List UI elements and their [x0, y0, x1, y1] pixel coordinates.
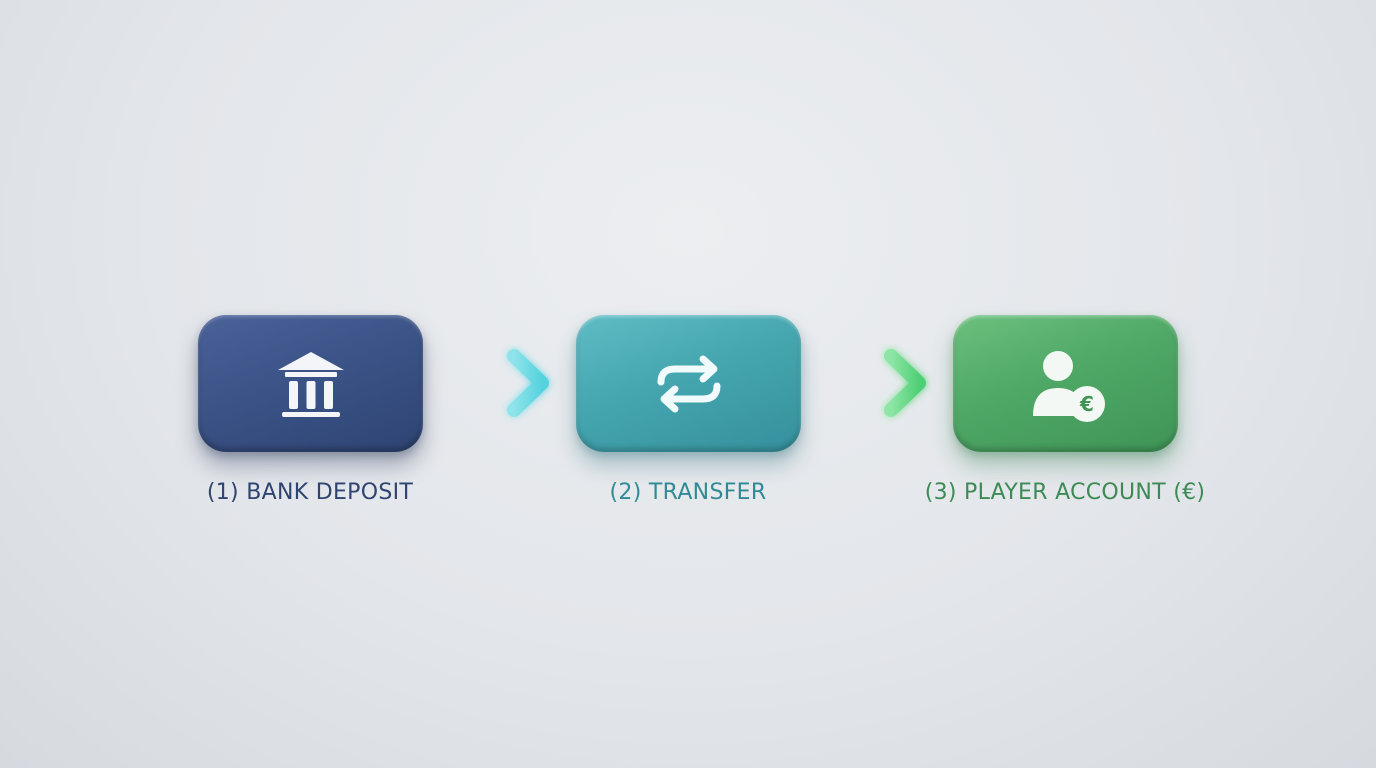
euro-badge-symbol: € — [1079, 392, 1094, 416]
connector-arrow-2 — [817, 344, 937, 428]
step-1-label: (1) BANK DEPOSIT — [206, 480, 414, 505]
step-bank-deposit-tile — [198, 315, 423, 452]
step-player-account-tile: € — [953, 315, 1178, 452]
connector-arrow-1 — [440, 344, 560, 428]
step-2-label: (2) TRANSFER — [609, 480, 767, 505]
bank-icon — [271, 344, 351, 424]
step-transfer-tile — [576, 315, 801, 452]
step-3-label: (3) PLAYER ACCOUNT (€) — [924, 480, 1206, 505]
arrow-right-icon — [440, 349, 560, 428]
user-euro-icon: € — [1021, 344, 1111, 424]
transfer-icon — [649, 344, 729, 424]
arrow-right-icon — [817, 349, 937, 428]
